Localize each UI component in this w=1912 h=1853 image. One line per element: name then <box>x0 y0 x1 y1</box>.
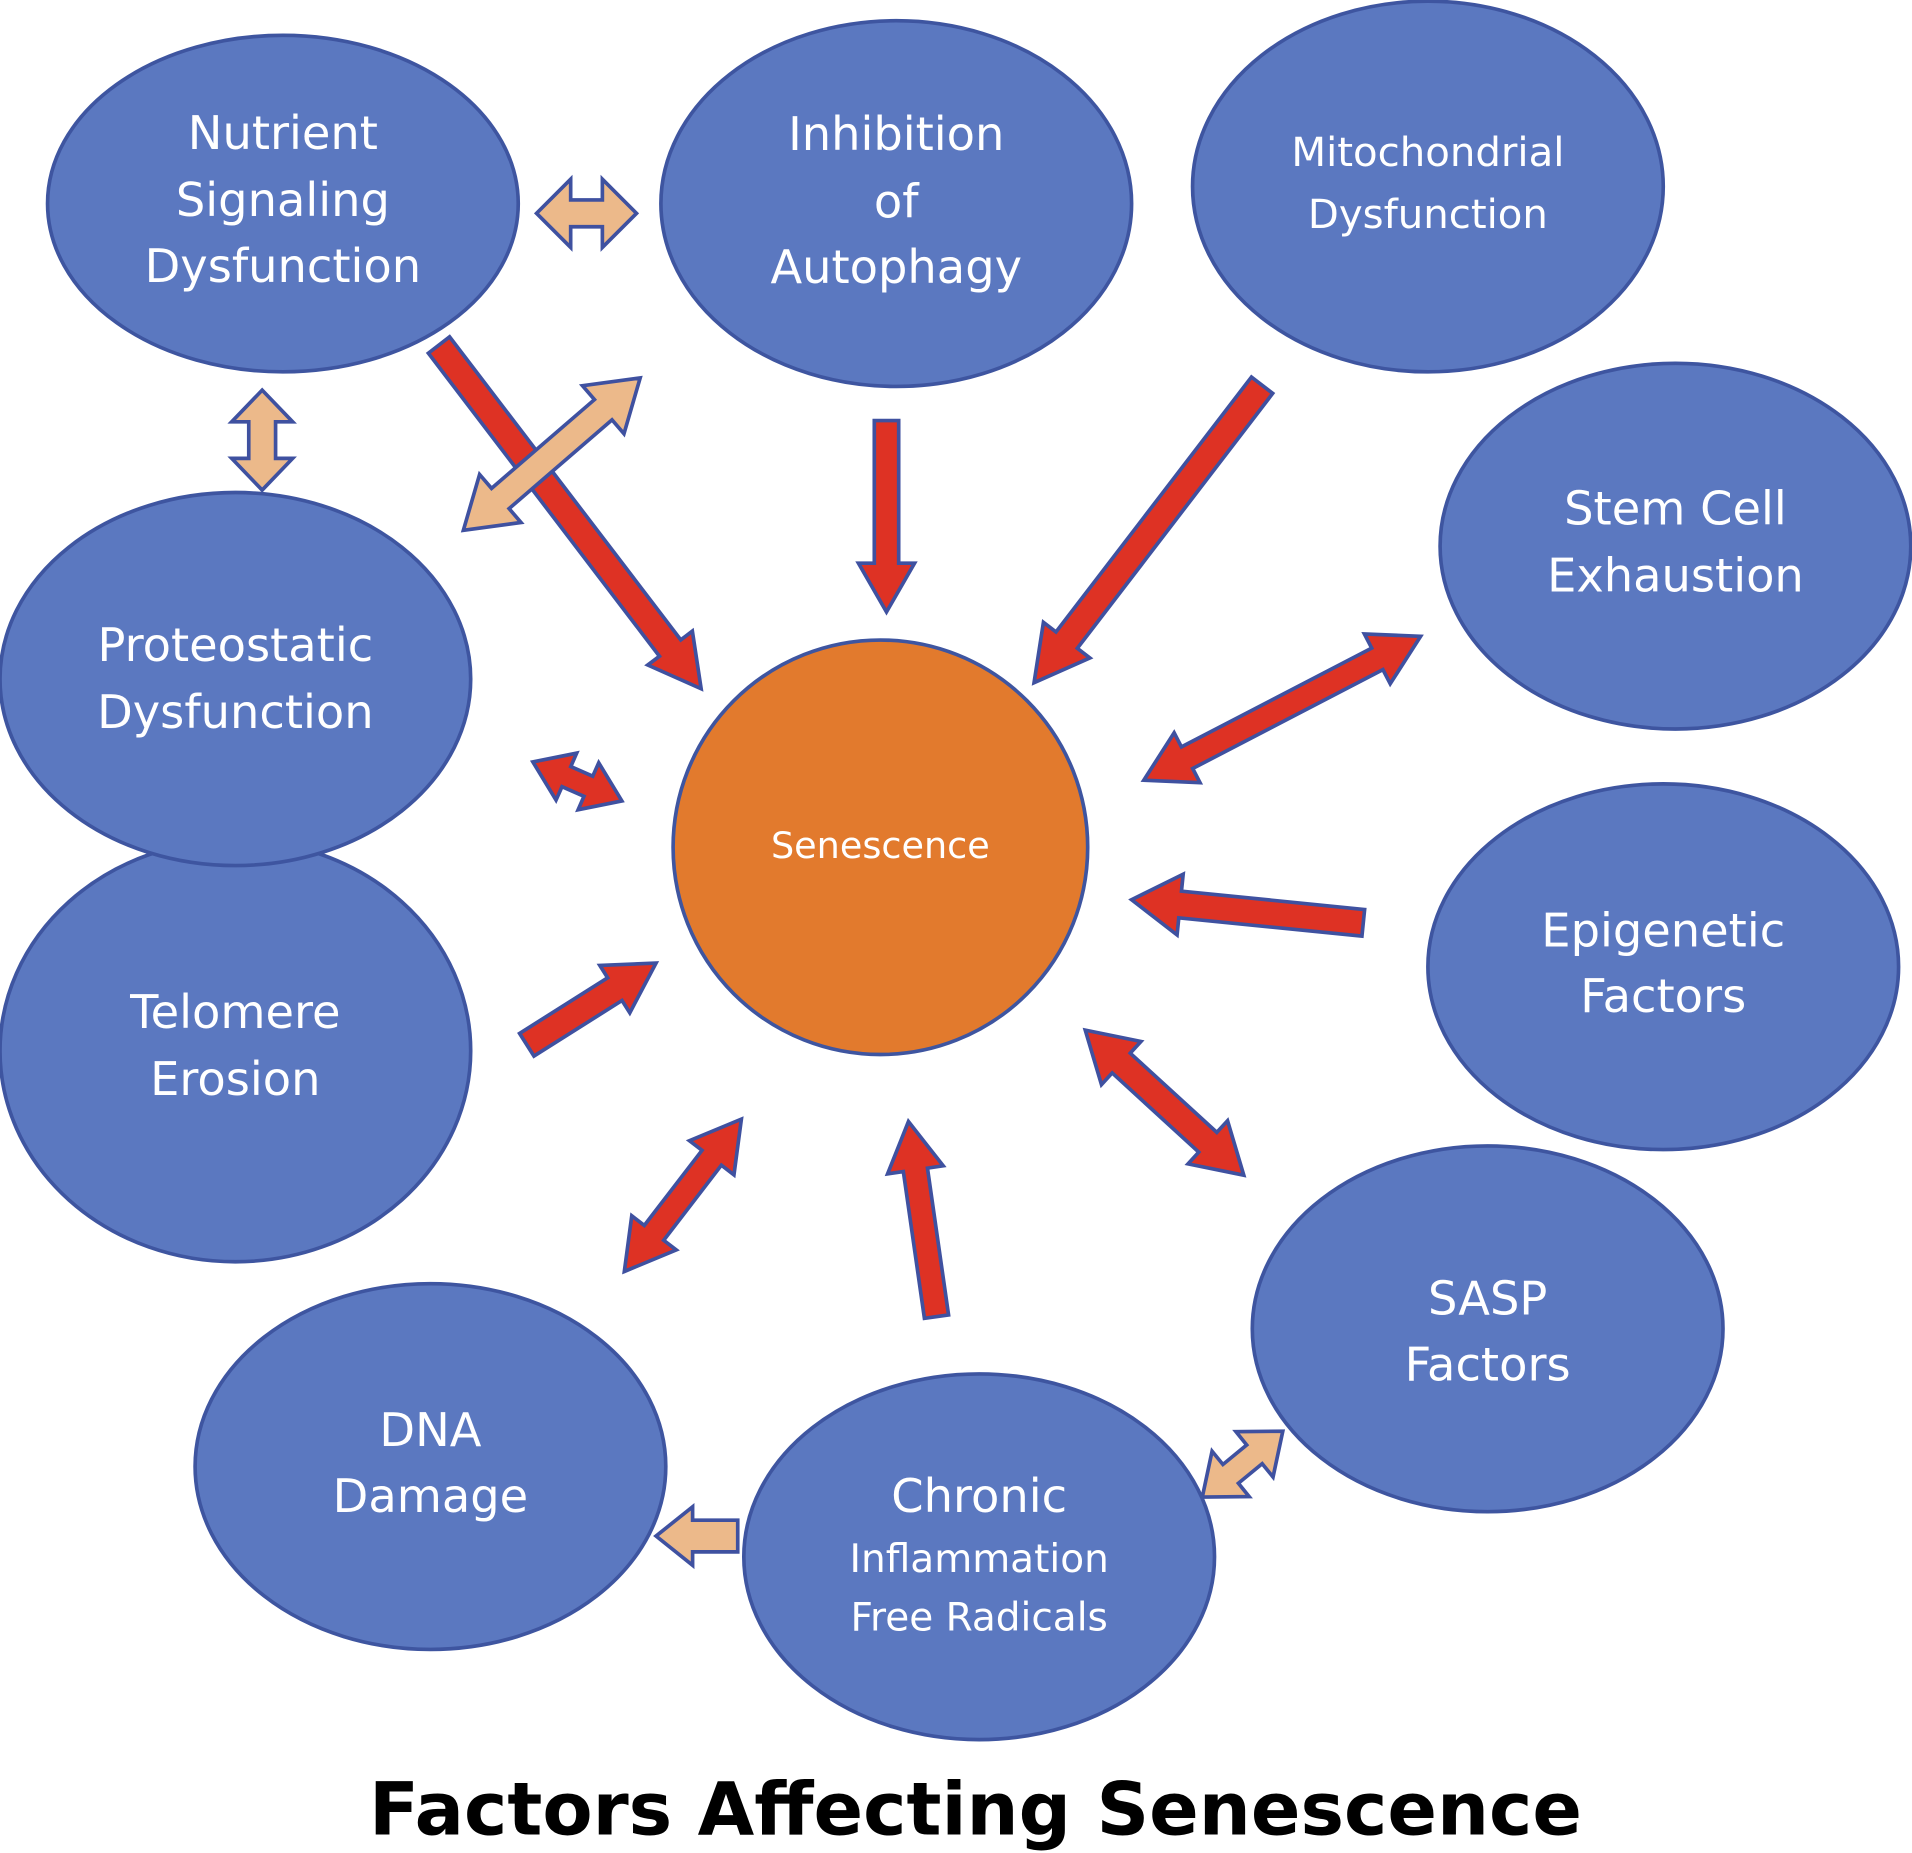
node-ellipse <box>45 33 521 374</box>
diagram-title: Factors Affecting Senescence <box>369 1768 1582 1853</box>
arrow-chronic-to-senescence <box>884 1117 951 1321</box>
node-label-line: Damage <box>333 1469 529 1523</box>
arrow-chronic-to-dna <box>653 1502 740 1570</box>
node-label-line: Autophagy <box>770 240 1022 294</box>
arrow-nutrient-to-senescence <box>425 334 704 692</box>
arrow-epigenetic-to-senescence <box>1128 871 1367 939</box>
center-circle <box>671 638 1090 1057</box>
arrow-proteostatic-to-senescence-bidirectional <box>529 750 625 813</box>
node-ellipse <box>1190 0 1666 374</box>
node-label-line: Exhaustion <box>1547 549 1804 603</box>
nodes-layer: NutrientSignalingDysfunctionInhibitionof… <box>0 0 1912 1742</box>
arrows-layer <box>227 174 1424 1570</box>
node-label-line: Signaling <box>176 173 390 227</box>
node-label-line: Senescence <box>771 824 990 867</box>
node-ellipse <box>1438 361 1912 731</box>
node-label-line: Chronic <box>891 1469 1067 1523</box>
node-ellipse <box>1250 1144 1725 1514</box>
node-ellipse <box>659 18 1134 389</box>
node-label-line: Erosion <box>150 1052 320 1106</box>
node-label-line: Free Radicals <box>850 1596 1107 1641</box>
node-label-line: Inhibition <box>788 107 1004 161</box>
node-label-line: of <box>874 174 920 228</box>
node-label-line: Epigenetic <box>1541 903 1785 957</box>
arrow-mitochondrial-to-senescence <box>1031 374 1276 686</box>
node-label-line: Dysfunction <box>97 685 374 739</box>
arrow-telomere-to-senescence <box>517 961 660 1059</box>
node-label-line: Factors <box>1405 1337 1571 1391</box>
node-sasp: SASP Factors <box>1250 1144 1725 1514</box>
arrow-sasp-to-senescence-bidirectional <box>1082 1027 1247 1178</box>
node-label-line: Dysfunction <box>1308 192 1548 238</box>
node-label-line: Telomere <box>129 985 340 1039</box>
node-label-line: Stem Cell <box>1564 482 1787 536</box>
node-label-line: Proteostatic <box>97 618 373 672</box>
node-label-line: DNA <box>379 1403 481 1457</box>
arrow-proteostatic-to-autophagy-bidirectional <box>460 375 643 533</box>
node-ellipse <box>193 1281 668 1652</box>
arrow-nutrient-to-proteostatic-bidirectional <box>227 387 297 493</box>
node-label-line: Factors <box>1580 969 1746 1023</box>
arrow-chronic-to-sasp-bidirectional <box>1200 1429 1286 1499</box>
node-label-line: SASP <box>1428 1271 1547 1325</box>
node-ellipse <box>0 838 473 1264</box>
node-dna: DNA Damage <box>193 1281 668 1652</box>
arrow-dna-to-senescence-bidirectional <box>622 1116 744 1275</box>
node-label-line: Mitochondrial <box>1291 130 1564 176</box>
node-senescence: Senescence <box>671 638 1090 1057</box>
node-ellipse <box>1426 782 1901 1152</box>
arrow-stemcell-to-senescence-bidirectional <box>1140 631 1424 785</box>
node-label-line: Dysfunction <box>145 239 422 293</box>
arrow-autophagy-to-senescence <box>855 418 918 616</box>
node-label-line: Nutrient <box>188 106 378 160</box>
node-ellipse <box>741 1372 1217 1742</box>
node-ellipse <box>0 490 473 868</box>
arrow-nutrient-to-autophagy-bidirectional <box>533 174 640 252</box>
node-label-line: Inflammation <box>850 1537 1109 1582</box>
